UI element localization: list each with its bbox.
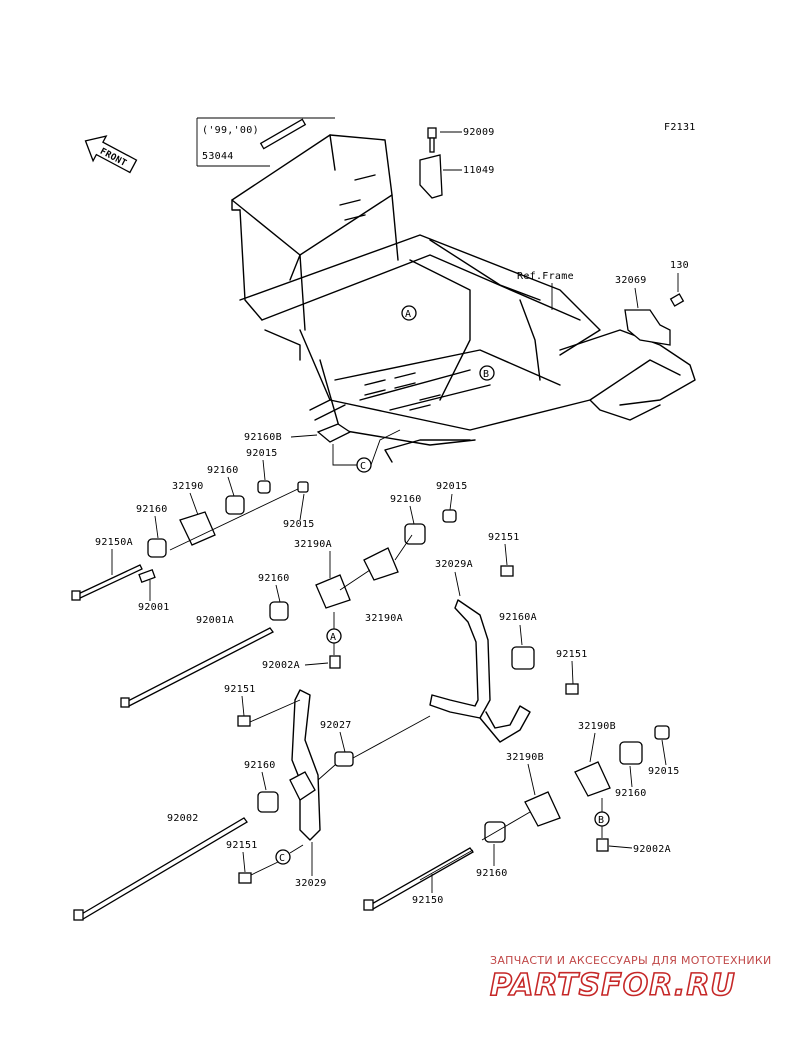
arm-32029A: [429, 599, 491, 719]
bolt-92002A-a: [329, 655, 341, 669]
front-arrow: FRONT: [84, 135, 138, 174]
label-92015-c: 92015: [436, 481, 468, 492]
callout-a-frame: [401, 305, 417, 321]
label-92160-e: 92160: [244, 760, 276, 771]
label-92150: 92150: [412, 895, 444, 906]
callout-a-mount-text: A: [330, 632, 336, 643]
callout-b-mount-text: B: [598, 815, 604, 826]
bushing-92160A: [511, 646, 535, 670]
bracket-32190B-b: [524, 791, 561, 827]
label-130: 130: [670, 260, 689, 271]
bushing-92160-b: [147, 538, 167, 558]
callout-c-mount-text: C: [279, 853, 285, 864]
collar-92027: [334, 751, 354, 767]
bushing-92160B: [316, 423, 352, 443]
label-32029: 32029: [295, 878, 327, 889]
label-92001: 92001: [138, 602, 170, 613]
bracket-32190A-b: [363, 547, 399, 581]
label-92160-g: 92160: [476, 868, 508, 879]
label-92150A: 92150A: [95, 537, 133, 548]
label-32069: 32069: [615, 275, 647, 286]
label-11049: 11049: [463, 165, 495, 176]
bolt-92151-c: [237, 715, 251, 727]
label-92151-b: 92151: [556, 649, 588, 660]
label-92015-d: 92015: [648, 766, 680, 777]
bracket-32190: [179, 511, 216, 546]
bracket-11049: [419, 127, 443, 199]
label-92002A-a: 92002A: [262, 660, 300, 671]
label-32190B-b: 32190B: [506, 752, 544, 763]
callout-c-mount: [275, 849, 291, 865]
nut-92015-a: [257, 480, 271, 494]
watermark-logo: PARTSFOR.RU: [490, 968, 736, 1003]
label-92160-c: 92160: [390, 494, 422, 505]
nut-92015-b: [297, 481, 309, 493]
label-92151-d: 92151: [226, 840, 258, 851]
bolt-92151-a: [500, 565, 514, 577]
label-92160-d: 92160: [258, 573, 290, 584]
bushing-92160-a: [225, 495, 245, 515]
figure-code: F2131: [664, 122, 696, 133]
year-note-box: ('99,'00) 53044: [196, 117, 335, 167]
year-note: ('99,'00): [202, 125, 259, 136]
bushing-92160-d: [269, 601, 289, 621]
label-92151-a: 92151: [488, 532, 520, 543]
ref-frame-label: Ref.Frame: [517, 271, 574, 282]
bolt-92151-b: [565, 683, 579, 695]
label-92015-b: 92015: [283, 519, 315, 530]
label-92151-c: 92151: [224, 684, 256, 695]
bracket-32190B-a: [574, 761, 611, 797]
label-92001A: 92001A: [196, 615, 234, 626]
arm-32029A-lower: [479, 705, 531, 743]
label-32190B-a: 32190B: [578, 721, 616, 732]
label-92160-a: 92160: [207, 465, 239, 476]
arm-32029: [291, 689, 321, 841]
watermark-tagline: ЗАПЧАСТИ И АКСЕССУАРЫ ДЛЯ МОТОТЕХНИКИ: [490, 954, 772, 967]
callout-c-frame-text: C: [360, 461, 366, 472]
bushing-92160-e: [257, 791, 279, 813]
bushing-92160-c: [404, 523, 426, 545]
label-92027: 92027: [320, 720, 352, 731]
bracket-32069: [624, 293, 685, 346]
arm-32029-pivot: [289, 771, 316, 801]
pipe-53044: [259, 118, 307, 150]
label-32190A-a: 32190A: [294, 539, 332, 550]
nut-92015-d: [654, 725, 670, 740]
label-92160B: 92160B: [244, 432, 282, 443]
callout-a-frame-text: A: [405, 309, 411, 320]
label-92160A: 92160A: [499, 612, 537, 623]
atv-frame: [231, 134, 696, 463]
bolt-92001: [138, 569, 156, 583]
bolt-92002: [79, 817, 248, 920]
label-92002A-b: 92002A: [633, 844, 671, 855]
bolt-92150A: [75, 564, 143, 600]
label-92009: 92009: [463, 127, 495, 138]
callout-b-frame-text: B: [483, 369, 489, 380]
bushing-92160-f: [619, 741, 643, 765]
label-92160-f: 92160: [615, 788, 647, 799]
bolt-92002A-b: [596, 838, 609, 852]
bolt-92151-d: [238, 872, 252, 884]
bracket-32190A-a: [315, 574, 351, 609]
label-92002: 92002: [167, 813, 199, 824]
label-92160-b: 92160: [136, 504, 168, 515]
label-53044: 53044: [202, 151, 234, 162]
nut-92015-c: [442, 509, 457, 523]
label-32190: 32190: [172, 481, 204, 492]
label-32029A: 32029A: [435, 559, 473, 570]
callout-b-frame: [479, 365, 495, 381]
label-92015-a: 92015: [246, 448, 278, 459]
label-32190A-b: 32190A: [365, 613, 403, 624]
